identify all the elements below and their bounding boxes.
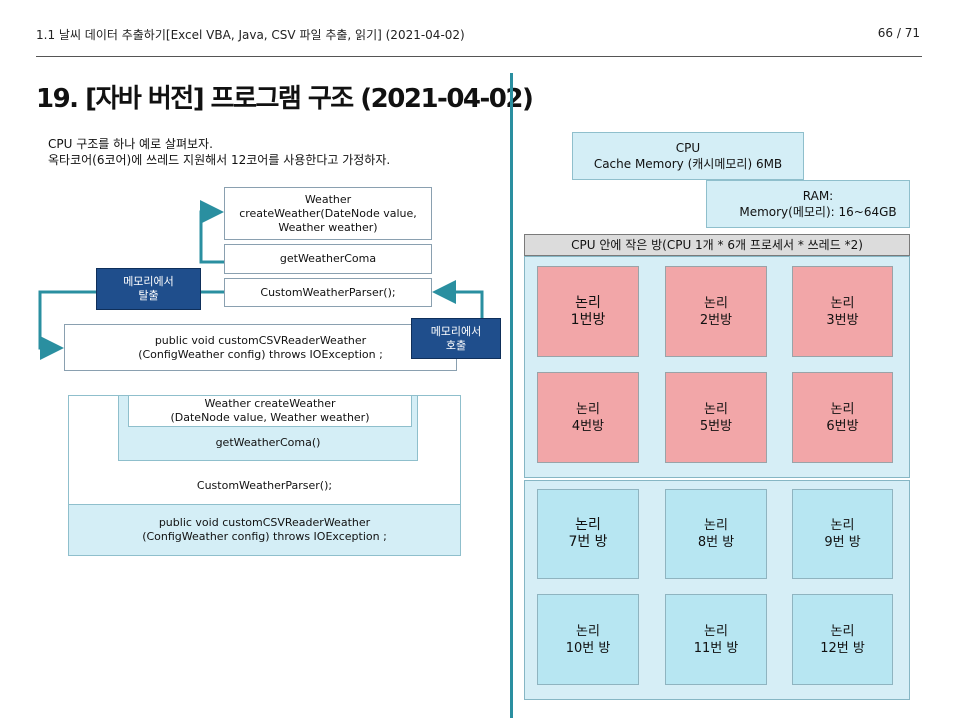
cpu-cache-box: CPU Cache Memory (캐시메모리) 6MB — [572, 132, 804, 180]
logical-room-1: 논리 1번방 — [537, 266, 639, 357]
custom-csv-reader-box: public void customCSVReaderWeather (Conf… — [64, 324, 457, 371]
ram-box: RAM: Memory(메모리): 16~64GB — [706, 180, 910, 228]
arrow-call — [432, 280, 484, 322]
memory-escape-label: 메모리에서 탈출 — [96, 268, 201, 310]
logical-room-2: 논리 2번방 — [665, 266, 767, 357]
header-divider — [36, 56, 922, 57]
intro-line-1: CPU 구조를 하나 예로 살펴보자. — [48, 137, 213, 151]
page-number: 66 / 71 — [877, 26, 920, 40]
create-weather-box: Weather createWeather(DateNode value, We… — [224, 187, 432, 240]
custom-weather-parser-box: CustomWeatherParser(); — [224, 278, 432, 307]
stack-csv-reader: public void customCSVReaderWeather (Conf… — [68, 504, 461, 556]
get-weather-coma-box: getWeatherComa — [224, 244, 432, 274]
logical-room-6: 논리 6번방 — [792, 372, 893, 463]
page-title: 19. [자바 버전] 프로그램 구조 (2021-04-02) — [36, 84, 534, 114]
intro-line-2: 옥타코어(6코어)에 쓰레드 지원해서 12코어를 사용한다고 가정하자. — [48, 153, 391, 167]
column-divider — [510, 73, 513, 718]
intro-text: CPU 구조를 하나 예로 살펴보자. 옥타코어(6코어)에 쓰레드 지원해서 … — [48, 136, 390, 168]
stack-create-weather: Weather createWeather (DateNode value, W… — [128, 395, 412, 427]
document-title: 1.1 날씨 데이터 추출하기[Excel VBA, Java, CSV 파일 … — [36, 28, 465, 42]
logical-room-3: 논리 3번방 — [792, 266, 893, 357]
logical-room-8: 논리 8번 방 — [665, 489, 767, 579]
logical-room-10: 논리 10번 방 — [537, 594, 639, 685]
arrow-up — [199, 200, 224, 264]
stack-custom-parser: CustomWeatherParser(); — [196, 479, 333, 492]
logical-room-7: 논리 7번 방 — [537, 489, 639, 579]
logical-room-9: 논리 9번 방 — [792, 489, 893, 579]
stack-get-weather-coma: getWeatherComa() — [215, 436, 321, 449]
memory-call-label: 메모리에서 호출 — [411, 318, 501, 359]
logical-room-4: 논리 4번방 — [537, 372, 639, 463]
logical-room-11: 논리 11번 방 — [665, 594, 767, 685]
logical-room-12: 논리 12번 방 — [792, 594, 893, 685]
cpu-rooms-header: CPU 안에 작은 방(CPU 1개 * 6개 프로세서 * 쓰레드 *2) — [524, 234, 910, 256]
logical-room-5: 논리 5번방 — [665, 372, 767, 463]
